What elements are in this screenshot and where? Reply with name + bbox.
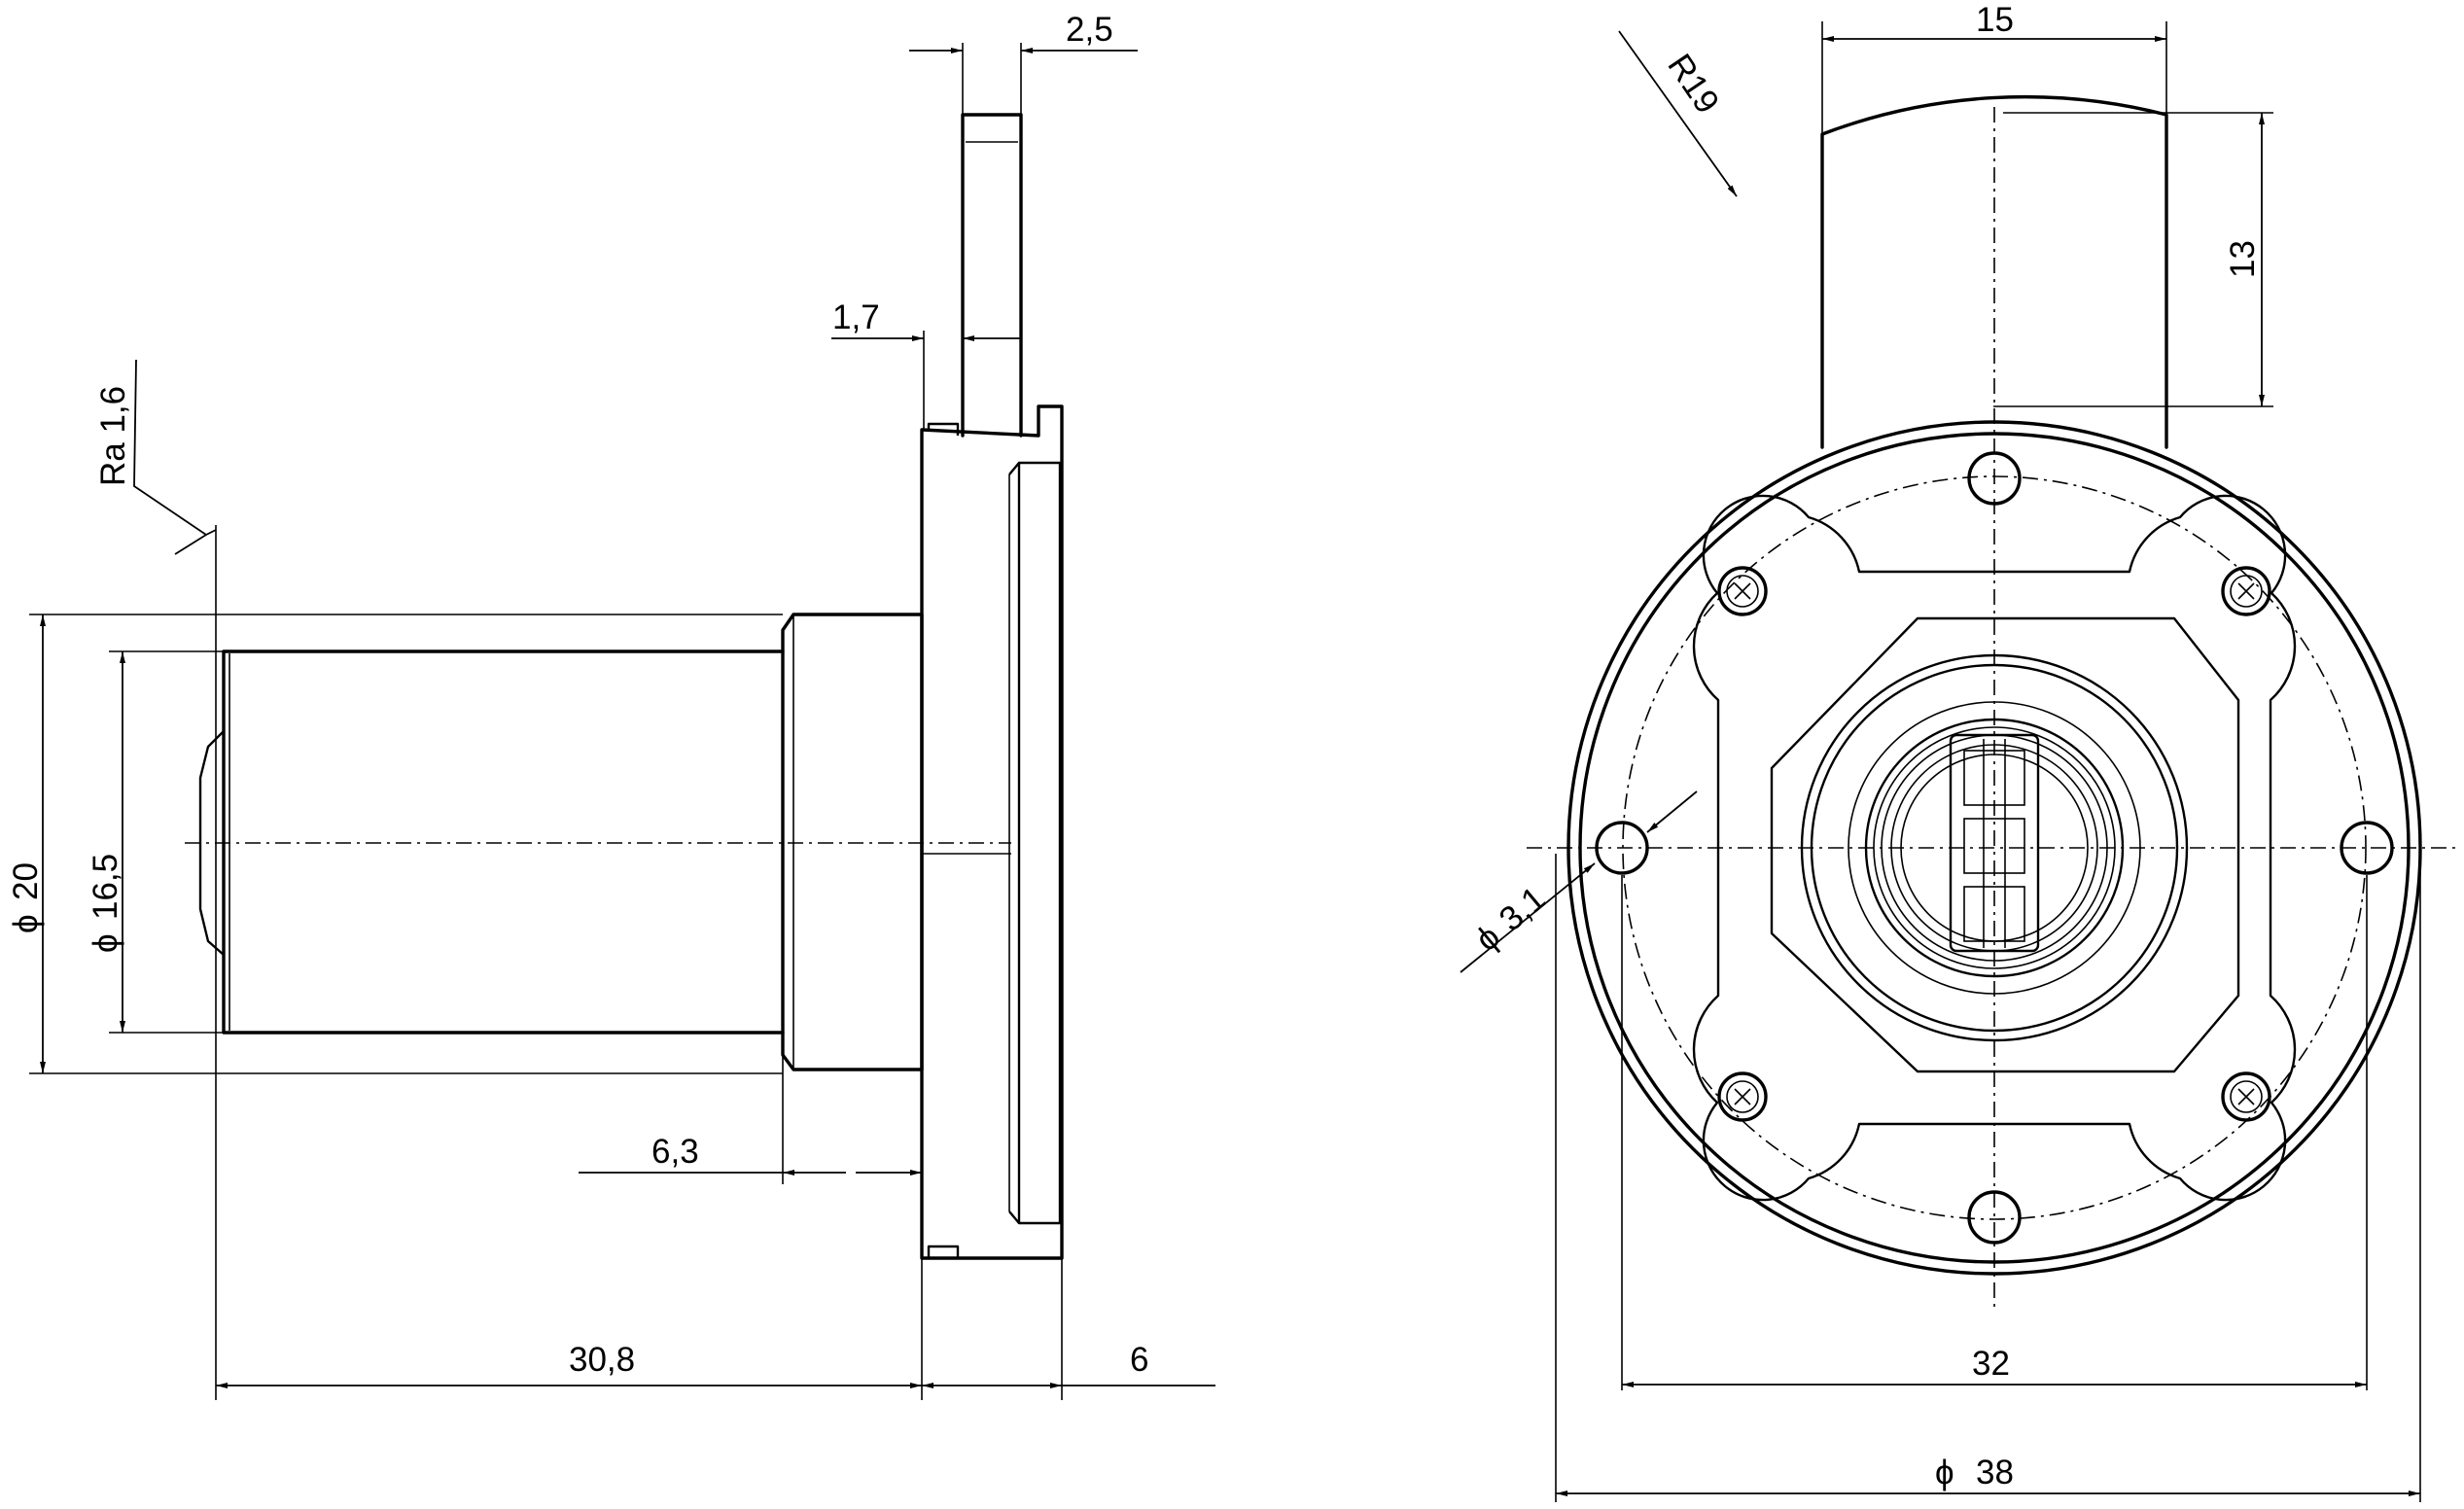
dim-body-inner-diameter: 16,5 [87, 854, 124, 920]
mounting-flange [920, 404, 1064, 1260]
dim-bolt-radius: R19 [1660, 48, 1726, 121]
dim-diameter-symbol-16: ϕ [87, 933, 124, 953]
mounting-hole-left [1595, 821, 1649, 875]
dim-roughness: Ra 1,6 [94, 386, 132, 486]
screw-top-left [1717, 566, 1768, 616]
front-view [1527, 94, 2460, 1313]
side-dimensions: 2,5 1,7 Ra 1,6 ϕ 20 ϕ 16,5 6, [7, 11, 1215, 1400]
screw-top-right [2221, 566, 2271, 616]
side-view [185, 113, 1064, 1260]
mounting-plate-outline [1692, 494, 2297, 1202]
dim-diameter-symbol-38: ϕ [1935, 1454, 1954, 1491]
screw-bottom-right [2221, 1071, 2271, 1122]
dim-flange-depth: 6 [1130, 1341, 1148, 1379]
lock-shoulder [781, 613, 924, 1071]
mounting-hole-top [1967, 451, 2022, 506]
front-bolt [1820, 94, 2168, 449]
dim-shoulder-length: 6,3 [651, 1133, 699, 1171]
dim-body-length: 30,8 [569, 1341, 635, 1379]
hex-recess [1770, 616, 2240, 1073]
sliding-bolt [961, 113, 1023, 438]
dim-bolt-height: 13 [2224, 240, 2262, 278]
dim-body-diameter: 20 [7, 862, 45, 900]
dim-flange-thickness: 2,5 [1066, 11, 1113, 49]
dim-bolt-width: 15 [1976, 1, 2014, 39]
dim-step: 1,7 [832, 298, 880, 336]
dim-outer-diameter: 38 [1976, 1454, 2014, 1491]
dim-diameter-symbol-20: ϕ [7, 914, 45, 933]
dim-hole-diameter: 3,1 [1493, 879, 1553, 938]
lock-cylinder-body [222, 649, 785, 1035]
screw-bottom-left [1717, 1071, 1768, 1122]
dim-hole-spacing: 32 [1972, 1345, 2010, 1383]
mounting-hole-bottom [1967, 1190, 2022, 1245]
mounting-hole-right [2340, 821, 2394, 875]
front-dimensions: 15 R19 13 ϕ 3,1 32 ϕ 38 [1460, 1, 2421, 1502]
